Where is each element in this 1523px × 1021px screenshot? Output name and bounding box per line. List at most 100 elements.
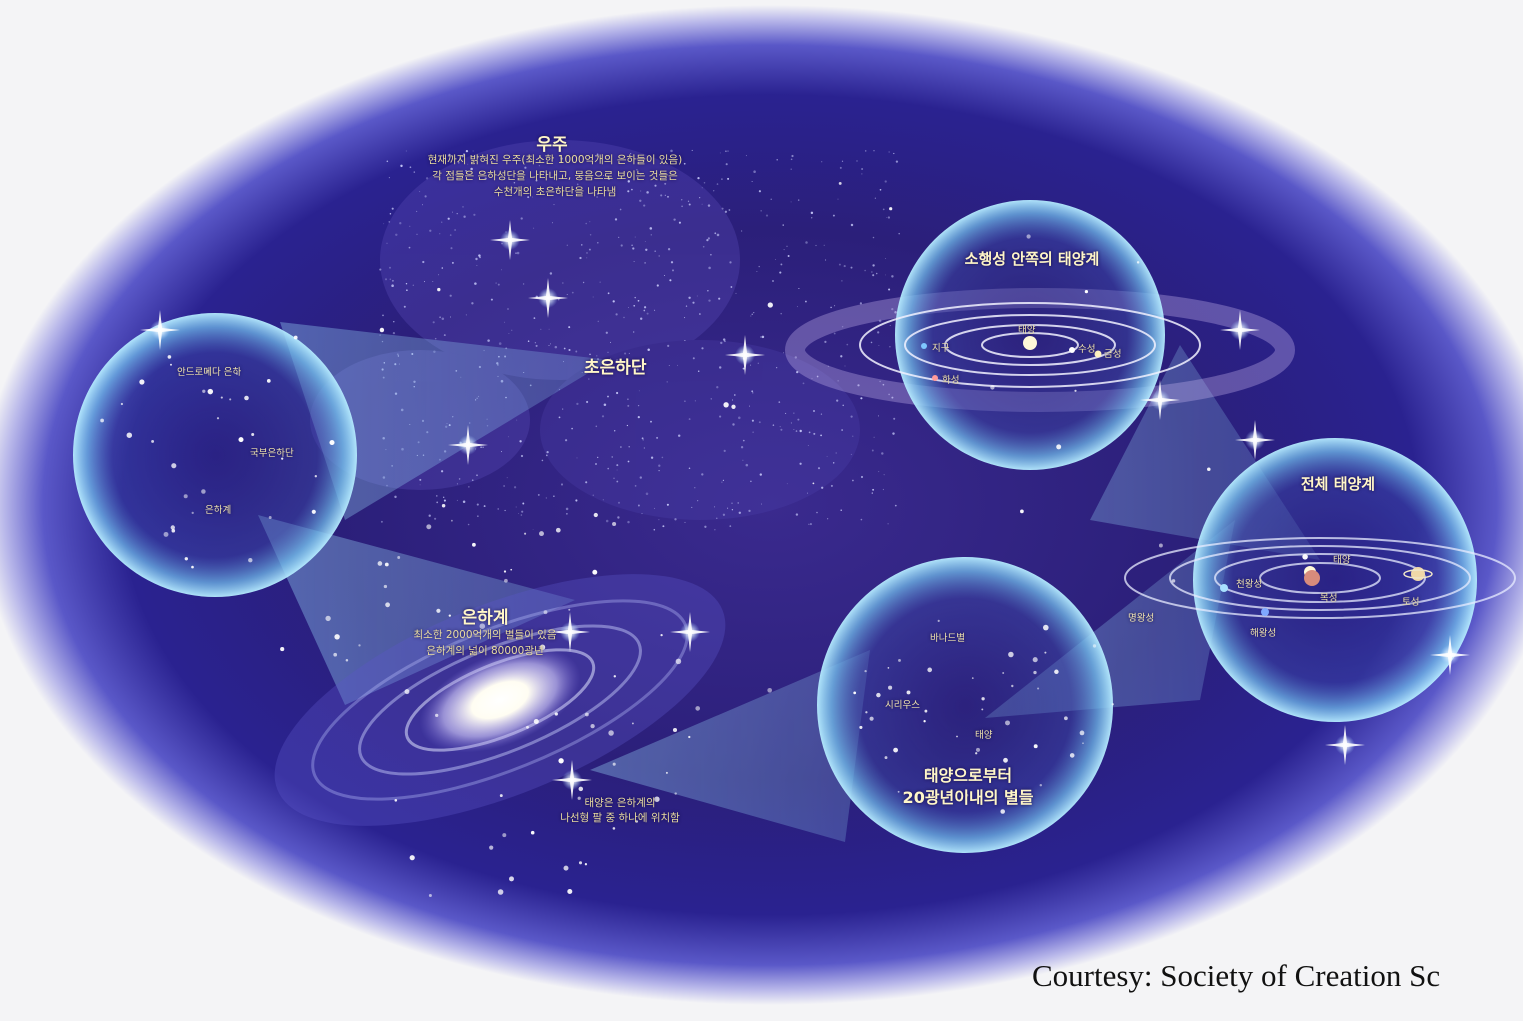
dust-speck: [503, 485, 505, 487]
dust-speck: [780, 263, 782, 265]
dust-speck: [404, 306, 406, 308]
dust-speck: [697, 500, 698, 501]
dust-speck: [727, 508, 728, 509]
full-solar-title: 전체 태양계: [1301, 473, 1375, 494]
star-dot: [472, 543, 476, 547]
dust-speck: [561, 483, 563, 485]
saturn-dot: [1411, 567, 1425, 581]
saturn-label: 토성: [1402, 594, 1419, 608]
dust-speck: [595, 463, 597, 465]
star-dot: [813, 483, 815, 485]
star-dot: [426, 524, 431, 529]
dust-speck: [677, 365, 678, 366]
dust-speck: [665, 195, 666, 196]
dust-speck: [647, 313, 649, 315]
dust-speck: [658, 255, 659, 256]
dust-speck: [550, 272, 552, 274]
dust-speck: [816, 512, 818, 514]
star-dot: [202, 390, 205, 393]
dust-speck: [623, 317, 624, 318]
inner-solar-title: 소행성 안쪽의 태양계: [965, 248, 1100, 269]
dust-speck: [448, 218, 450, 220]
dust-speck: [647, 348, 650, 351]
dust-speck: [821, 161, 822, 162]
star-dot: [1033, 657, 1038, 662]
dust-speck: [813, 433, 815, 435]
star-dot: [1085, 290, 1088, 293]
star-dot: [767, 688, 772, 693]
star-dot: [248, 558, 252, 562]
dust-speck: [392, 280, 394, 282]
dust-speck: [542, 460, 544, 462]
dust-speck: [808, 524, 809, 525]
dust-speck: [877, 331, 879, 333]
dust-speck: [818, 467, 820, 469]
dust-speck: [564, 348, 566, 350]
dust-speck: [600, 282, 601, 283]
dust-speck: [627, 425, 628, 426]
dust-speck: [796, 513, 798, 515]
dust-speck: [474, 282, 477, 285]
dust-speck: [887, 523, 888, 524]
star-dot: [346, 659, 349, 662]
dust-speck: [726, 163, 728, 165]
dust-speck: [643, 439, 644, 440]
dust-speck: [708, 204, 710, 206]
dust-speck: [425, 195, 427, 197]
dust-speck: [436, 502, 438, 504]
dust-speck: [646, 493, 649, 496]
dust-speck: [872, 489, 874, 491]
star-dot: [449, 614, 451, 616]
dust-speck: [484, 505, 486, 507]
dust-speck: [521, 455, 523, 457]
dust-speck: [791, 155, 793, 157]
star-dot: [238, 437, 243, 442]
star-dot: [192, 512, 194, 514]
dust-speck: [442, 318, 445, 321]
dust-speck: [646, 191, 649, 194]
dust-speck: [664, 183, 666, 185]
star-dot: [1064, 716, 1068, 720]
dust-speck: [424, 281, 425, 282]
star-dot: [865, 711, 867, 713]
dust-speck: [468, 486, 469, 487]
inner-sun: [1023, 336, 1037, 350]
dust-speck: [732, 423, 734, 425]
dust-speck: [627, 405, 629, 407]
dust-speck: [534, 317, 536, 319]
star-dot: [608, 730, 614, 736]
dust-speck: [535, 342, 536, 343]
star-dot: [731, 405, 735, 409]
venus-label: 금성: [1104, 346, 1121, 360]
star-dot: [329, 440, 334, 445]
dust-speck: [842, 405, 843, 406]
star-dot: [451, 520, 453, 522]
dust-speck: [507, 477, 508, 478]
dust-speck: [441, 222, 442, 223]
star-dot: [1000, 809, 1005, 814]
dust-speck: [716, 386, 718, 388]
universe-desc-line-1: 현재까지 밝혀진 우주(최소한 1000억개의 은하들이 있음): [428, 152, 682, 167]
star-dot: [544, 610, 548, 614]
dust-speck: [776, 159, 778, 161]
star-dot: [221, 397, 223, 399]
dust-speck: [658, 470, 659, 471]
dust-speck: [851, 267, 853, 269]
dust-speck: [803, 383, 805, 385]
dust-speck: [628, 461, 630, 463]
dust-speck: [439, 316, 441, 318]
dust-speck: [836, 452, 837, 453]
dust-speck: [679, 222, 681, 224]
star-dot: [870, 717, 874, 721]
pluto-label: 명왕성: [1128, 610, 1154, 624]
sun-note-line-1: 태양은 은하계의: [585, 795, 656, 810]
dust-speck: [820, 434, 822, 436]
dust-speck: [562, 283, 563, 284]
star-dot: [164, 532, 169, 537]
dust-speck: [692, 302, 694, 304]
dust-speck: [752, 181, 753, 182]
dust-speck: [549, 345, 550, 346]
dust-speck: [645, 241, 646, 242]
dust-speck: [597, 457, 598, 458]
star-dot: [1005, 720, 1010, 725]
